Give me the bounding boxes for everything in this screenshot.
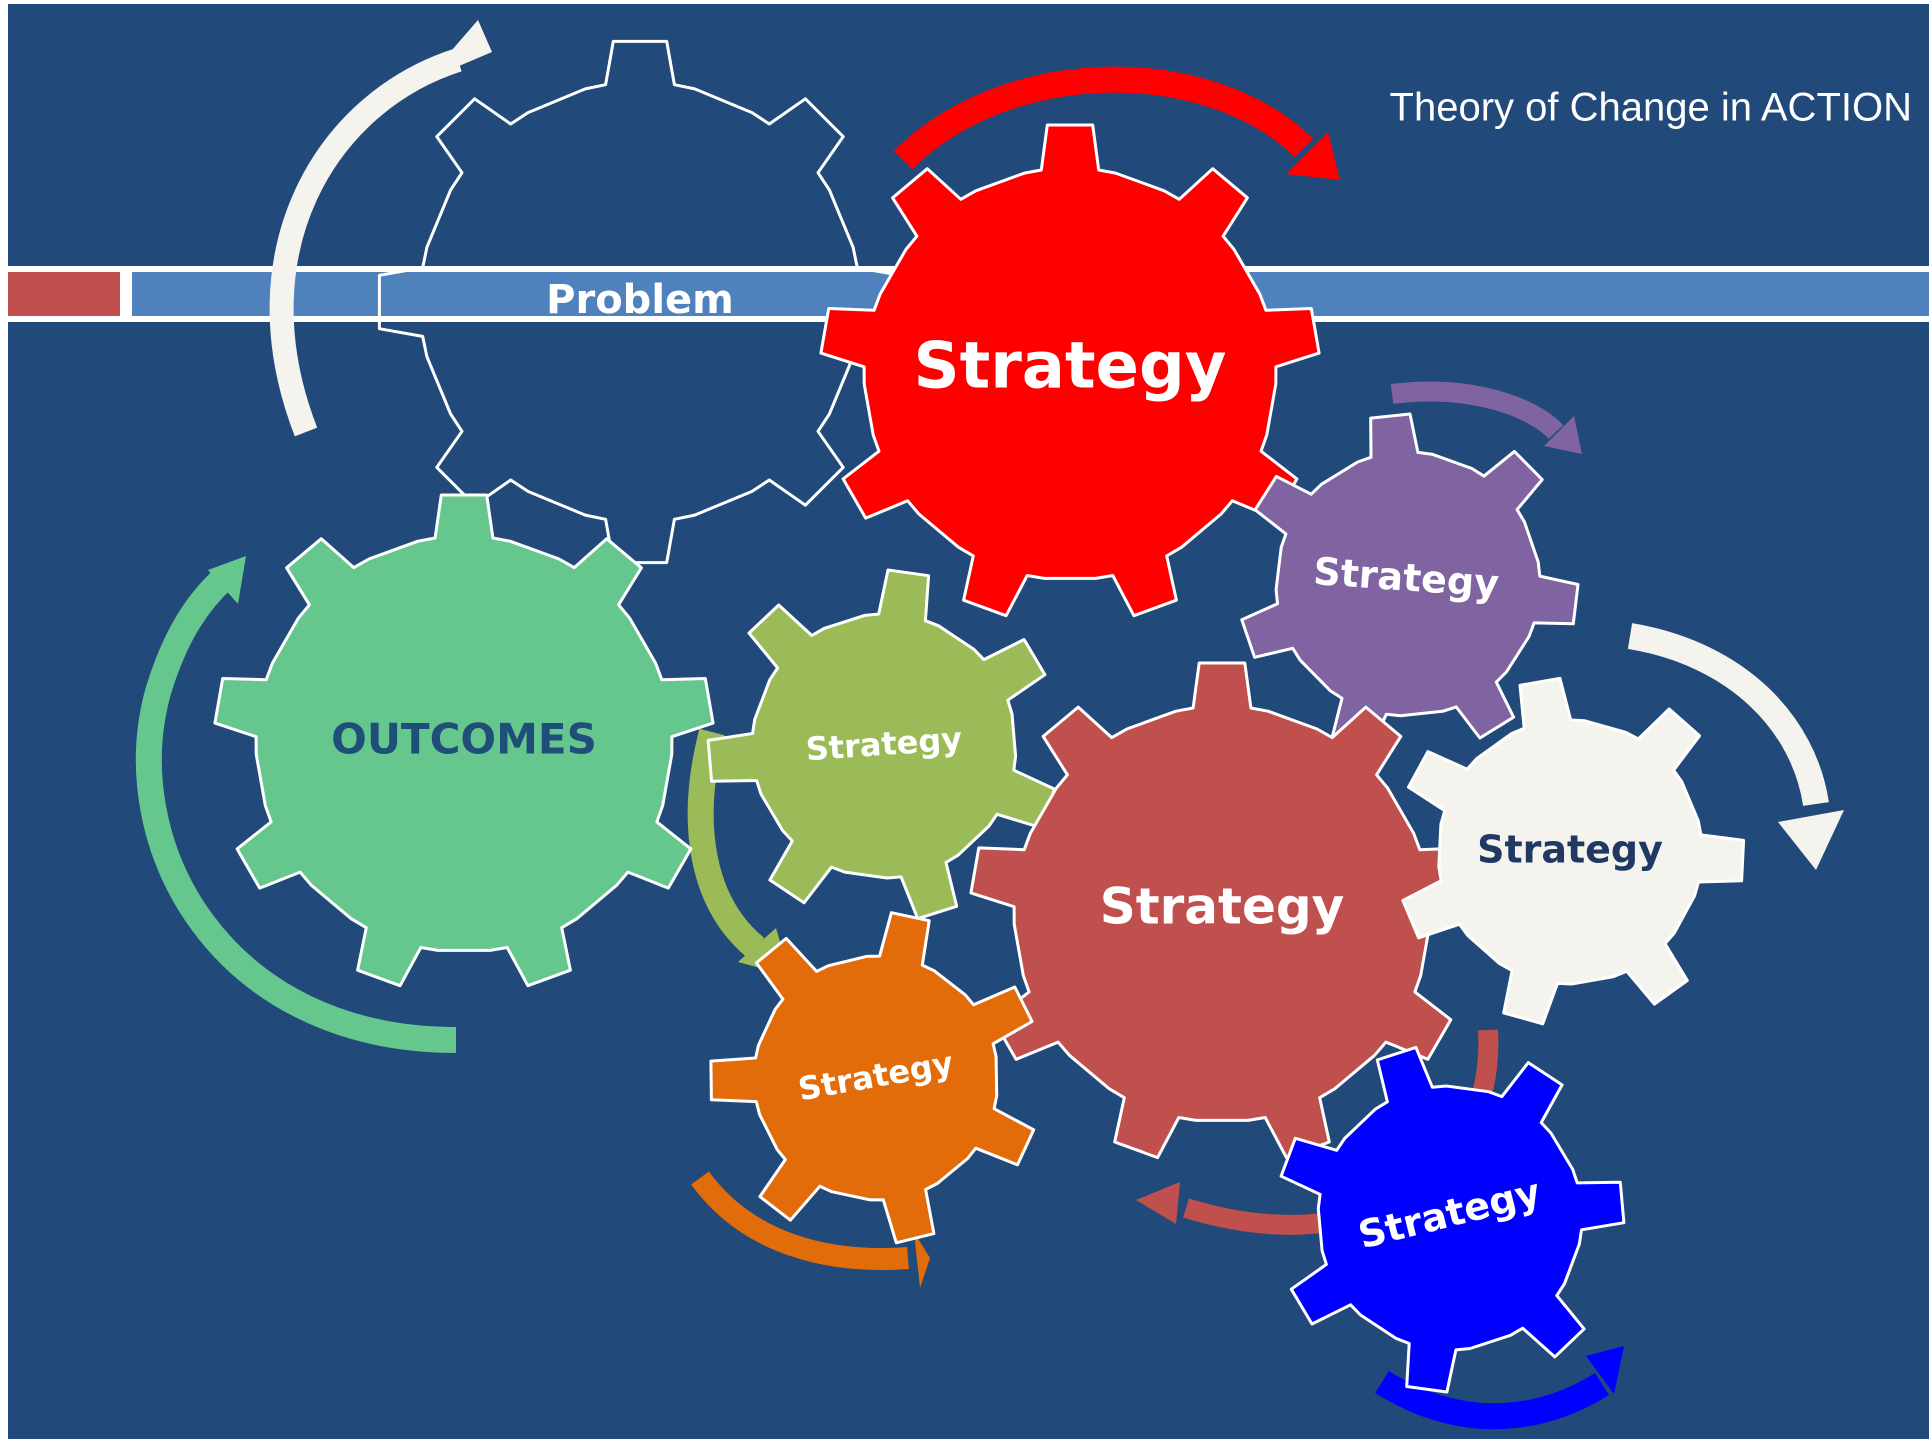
gear-strategy-cream-shape (1401, 676, 1746, 1026)
arrowhead-cream-right (1778, 810, 1844, 870)
arrow-purple-top (1390, 381, 1564, 440)
arrow-blue-bottom (1375, 1370, 1609, 1430)
gear-strategy-red-label: Strategy (914, 330, 1227, 404)
arrowhead-green-outcomes (208, 556, 246, 604)
arrowhead-blue-bottom (1586, 1346, 1624, 1394)
gear-strategy-purple: Strategy (1240, 412, 1580, 752)
arrow-olive-left (687, 728, 765, 959)
arrowhead-purple-top (1544, 416, 1582, 454)
arrow-red-top (893, 66, 1314, 170)
gear-strategy-blue: Strategy (1279, 1045, 1626, 1394)
gear-problem (377, 39, 903, 565)
gear-strategy-brick-label: Strategy (1100, 878, 1345, 936)
gear-problem-shape (377, 39, 903, 565)
problem-label: Problem (546, 277, 734, 323)
band-accent (8, 272, 120, 316)
gear-strategy-brick: Strategy (969, 661, 1475, 1160)
gear-strategy-cream: Strategy (1401, 676, 1746, 1026)
slide: Theory of Change in ACTION (8, 4, 1929, 1439)
arrowhead-brick-bottom (1136, 1182, 1180, 1224)
gear-strategy-orange-shape (709, 911, 1036, 1245)
gear-strategy-green: Strategy (706, 568, 1057, 921)
arrowhead-orange-bottom (914, 1232, 930, 1288)
gear-strategy-purple-shape (1240, 412, 1580, 752)
theory-of-change-diagram: Theory of Change in ACTION (8, 20, 1929, 1430)
gear-strategy-brick-shape (969, 661, 1475, 1160)
gear-strategy-cream-label: Strategy (1477, 828, 1663, 872)
gear-strategy-red: Strategy (819, 123, 1321, 618)
gear-outcomes-label: OUTCOMES (331, 715, 597, 764)
arrow-cream-right (1627, 623, 1829, 807)
arrow-green-outcomes (135, 568, 457, 1053)
gear-strategy-orange: Strategy (709, 911, 1036, 1245)
slide-title: Theory of Change in ACTION (1390, 86, 1912, 130)
arrow-orange-bottom (691, 1171, 909, 1270)
gear-strategy-red-shape (819, 123, 1321, 618)
gear-strategy-blue-shape (1279, 1045, 1626, 1394)
gear-outcomes: OUTCOMES (213, 493, 715, 988)
arrowhead-cream-top-left (426, 20, 492, 80)
arrowhead-red-top (1286, 132, 1340, 180)
gears-layer: Problem Strategy Strategy OUTCOMES Strat… (213, 39, 1746, 1394)
arrow-cream-top-left (269, 48, 462, 437)
gear-outcomes-shape (213, 493, 715, 988)
